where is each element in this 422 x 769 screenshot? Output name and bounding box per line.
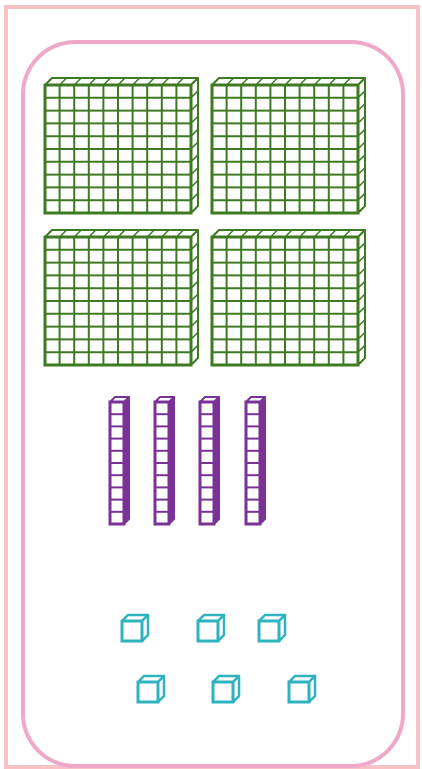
unit-cube-4 xyxy=(138,676,164,702)
ten-rod-4 xyxy=(246,397,265,524)
unit-cube-3 xyxy=(259,615,285,641)
unit-cube-1 xyxy=(122,615,148,641)
hundred-flat-1 xyxy=(45,78,198,213)
hundred-flat-4 xyxy=(212,230,365,365)
ten-rod-2 xyxy=(155,397,174,524)
unit-cube-6 xyxy=(289,676,315,702)
ten-rod-3 xyxy=(200,397,219,524)
hundred-flat-2 xyxy=(212,78,365,213)
ones-cubes xyxy=(122,615,315,702)
tens-rods xyxy=(110,397,265,524)
hundred-flat-3 xyxy=(45,230,198,365)
hundreds-blocks xyxy=(45,78,365,365)
ten-rod-1 xyxy=(110,397,129,524)
unit-cube-5 xyxy=(213,676,239,702)
unit-cube-2 xyxy=(198,615,224,641)
